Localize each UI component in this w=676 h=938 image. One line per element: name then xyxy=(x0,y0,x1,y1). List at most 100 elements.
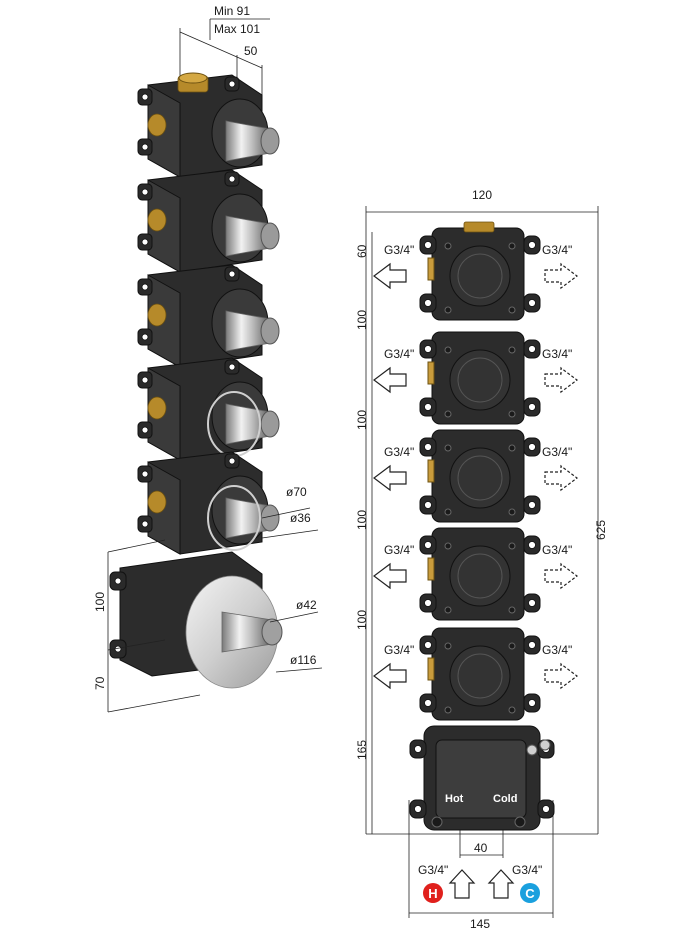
spacing-40-label: 40 xyxy=(474,841,488,855)
diverter-module-front: G3/4"G3/4" xyxy=(373,227,578,321)
mounting-hole xyxy=(141,238,149,246)
left-perspective-view xyxy=(107,18,323,713)
screw xyxy=(444,542,452,550)
mounting-hole xyxy=(424,241,432,249)
brass-port xyxy=(427,257,435,281)
mounting-hole xyxy=(414,805,422,813)
screw xyxy=(444,306,452,314)
mounting-hole xyxy=(141,520,149,528)
valve-stack-front: G3/4"G3/4"G3/4"G3/4"G3/4"G3/4"G3/4"G3/4"… xyxy=(373,221,578,721)
right-front-view: G3/4" G3/4" G3/4" G3/4" G3/4" G3/4" G3/4" G3/4"… xyxy=(365,206,599,918)
side-dimension-lines xyxy=(107,507,323,713)
mounting-hole xyxy=(228,80,236,88)
outlet-arrow-left xyxy=(373,366,407,394)
outlet-arrow-right-dashed xyxy=(544,662,578,690)
screw xyxy=(431,816,443,828)
valve-circle xyxy=(449,645,511,707)
screw xyxy=(508,706,516,714)
mounting-hole xyxy=(528,641,536,649)
mounting-hole xyxy=(528,443,536,451)
handle-end xyxy=(261,618,283,646)
valve-circle xyxy=(449,545,511,607)
mounting-hole xyxy=(141,188,149,196)
outlet-left-label: G3/4" xyxy=(384,243,414,257)
diverter-module-front: G3/4" G3/4" xyxy=(373,527,578,621)
width-120-label: 120 xyxy=(472,188,492,202)
brass-port xyxy=(427,361,435,385)
screw xyxy=(444,606,452,614)
mounting-hole xyxy=(528,403,536,411)
height-625-label: 625 xyxy=(594,520,608,540)
mounting-hole xyxy=(528,345,536,353)
outlet-arrow-right-dashed xyxy=(544,366,578,394)
screw xyxy=(444,346,452,354)
valve-inner-ring xyxy=(457,357,503,403)
dim-60-label: 60 xyxy=(355,244,369,258)
cold-badge xyxy=(520,883,540,903)
outlet-arrow-right-dashed xyxy=(544,262,578,290)
top-brass-cap xyxy=(178,72,208,84)
outlet-left-label: G3/4" xyxy=(384,543,414,557)
dim-100-a-label: 100 xyxy=(355,310,369,330)
hot-text: Hot xyxy=(445,793,464,805)
screw xyxy=(508,542,516,550)
thermostatic-module-3d xyxy=(109,551,283,689)
depth-label: 50 xyxy=(244,44,258,58)
mounting-hole xyxy=(424,345,432,353)
right-dimension-lines xyxy=(365,206,599,918)
outlet-right-label: G3/4" xyxy=(542,543,572,557)
screw xyxy=(508,306,516,314)
mounting-hole xyxy=(141,283,149,291)
mounting-hole xyxy=(424,641,432,649)
mounting-hole xyxy=(424,299,432,307)
diameter-36-label: ø36 xyxy=(290,511,311,525)
mounting-hole xyxy=(228,363,236,371)
hot-port-label: G3/4" xyxy=(418,863,448,877)
valve-stack-3d xyxy=(109,72,283,689)
mounting-hole xyxy=(114,577,122,585)
left-100-label: 100 xyxy=(93,592,107,612)
screw xyxy=(508,508,516,516)
brass-port xyxy=(427,657,435,681)
outlet-arrow-left xyxy=(373,262,407,290)
screw xyxy=(508,606,516,614)
screw xyxy=(508,444,516,452)
screw xyxy=(444,642,452,650)
outlet-left-label: G3/4" xyxy=(384,347,414,361)
outlet-arrow-right-dashed xyxy=(544,562,578,590)
stop-valve xyxy=(539,739,551,751)
valve-circle xyxy=(449,349,511,411)
valve-inner-ring xyxy=(457,653,503,699)
spindle-end xyxy=(260,127,280,155)
screw xyxy=(514,816,526,828)
brass-port xyxy=(427,459,435,483)
max-depth-label: Max 101 xyxy=(214,22,260,36)
outlet-right-label: G3/4" xyxy=(542,347,572,361)
mounting-hole xyxy=(424,541,432,549)
mounting-hole xyxy=(141,333,149,341)
diameter-116-label: ø116 xyxy=(290,653,317,667)
valve-inner-ring xyxy=(457,455,503,501)
diverter-module-front: G3/4" G3/4" xyxy=(373,331,578,425)
outlet-right-label: G3/4" xyxy=(542,643,572,657)
outlet-arrow-left xyxy=(373,562,407,590)
mounting-hole xyxy=(228,270,236,278)
diverter-module-front: G3/4" G3/4" xyxy=(373,627,578,721)
screw xyxy=(444,410,452,418)
mounting-hole xyxy=(228,175,236,183)
outlet-arrow-left xyxy=(373,662,407,690)
cover-ring xyxy=(207,485,261,551)
outlet-left-label: G3/4" xyxy=(384,643,414,657)
valve-circle xyxy=(449,447,511,509)
screw xyxy=(508,642,516,650)
mounting-hole xyxy=(141,376,149,384)
mounting-hole xyxy=(424,443,432,451)
cold-text: Cold xyxy=(493,793,517,805)
mounting-hole xyxy=(414,745,422,753)
mounting-hole xyxy=(424,699,432,707)
dim-100-c-label: 100 xyxy=(355,510,369,530)
brass-port xyxy=(147,208,167,232)
brass-port xyxy=(147,490,167,514)
cold-inlet-arrow xyxy=(487,869,515,899)
